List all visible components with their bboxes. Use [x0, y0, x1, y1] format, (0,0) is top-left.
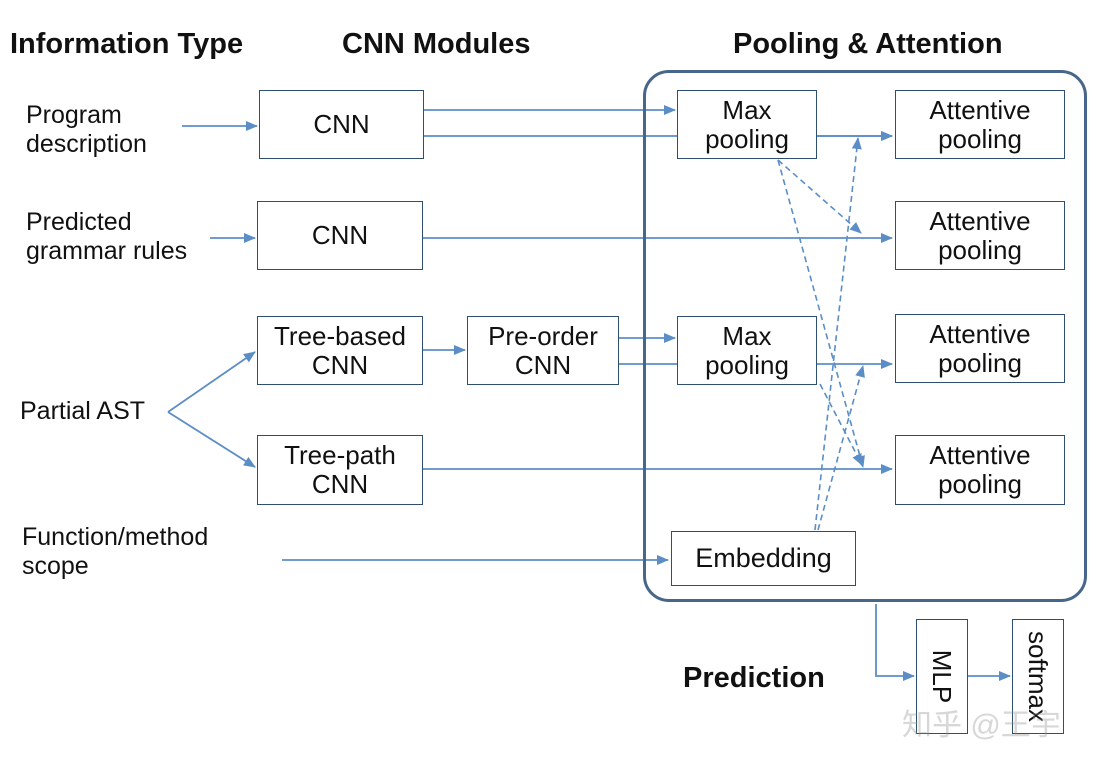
input-predicted-grammar-rules: Predicted grammar rules: [26, 208, 188, 265]
embedding-box: Embedding: [671, 531, 856, 586]
input-partial-ast: Partial AST: [20, 397, 146, 425]
dashed-maxpool2-to-attentive4: [819, 383, 863, 466]
arrow-ast-to-tree-based: [167, 351, 256, 413]
pooling-attention-group: [643, 70, 1087, 602]
max-pooling-box-1: Max pooling: [677, 90, 817, 159]
tree-based-cnn-box: Tree-based CNN: [257, 316, 423, 385]
tree-path-cnn-box: Tree-path CNN: [257, 435, 423, 505]
dashed-maxpool1-to-attentive4: [777, 159, 865, 468]
arrow-group-to-mlp: [875, 604, 915, 681]
input-program-description: Program description: [26, 101, 147, 158]
attentive-pooling-box-4: Attentive pooling: [895, 435, 1065, 505]
attentive-pooling-box-2: Attentive pooling: [895, 201, 1065, 270]
arrow-ast-to-tree-path: [167, 411, 256, 468]
dashed-maxpool1-to-attentive2: [777, 159, 862, 234]
softmax-box: softmax: [1012, 619, 1064, 734]
pre-order-cnn-box: Pre-order CNN: [467, 316, 619, 385]
dashed-embedding-to-attentive1: [814, 137, 862, 531]
mlp-label: MLP: [927, 649, 958, 704]
watermark: 知乎 @王宇: [902, 709, 1061, 742]
input-function-method-scope: Function/method scope: [22, 523, 209, 580]
cnn-box-program: CNN: [259, 90, 424, 159]
dashed-embedding-to-attentive3: [817, 365, 865, 531]
attentive-pooling-box-3: Attentive pooling: [895, 314, 1065, 383]
max-pooling-box-2: Max pooling: [677, 316, 817, 385]
cnn-box-grammar: CNN: [257, 201, 423, 270]
header-prediction: Prediction: [683, 662, 825, 694]
attentive-pooling-box-1: Attentive pooling: [895, 90, 1065, 159]
header-pooling-attention: Pooling & Attention: [733, 28, 1003, 60]
mlp-box: MLP: [916, 619, 968, 734]
header-cnn-modules: CNN Modules: [342, 28, 531, 60]
header-information-type: Information Type: [10, 28, 244, 60]
